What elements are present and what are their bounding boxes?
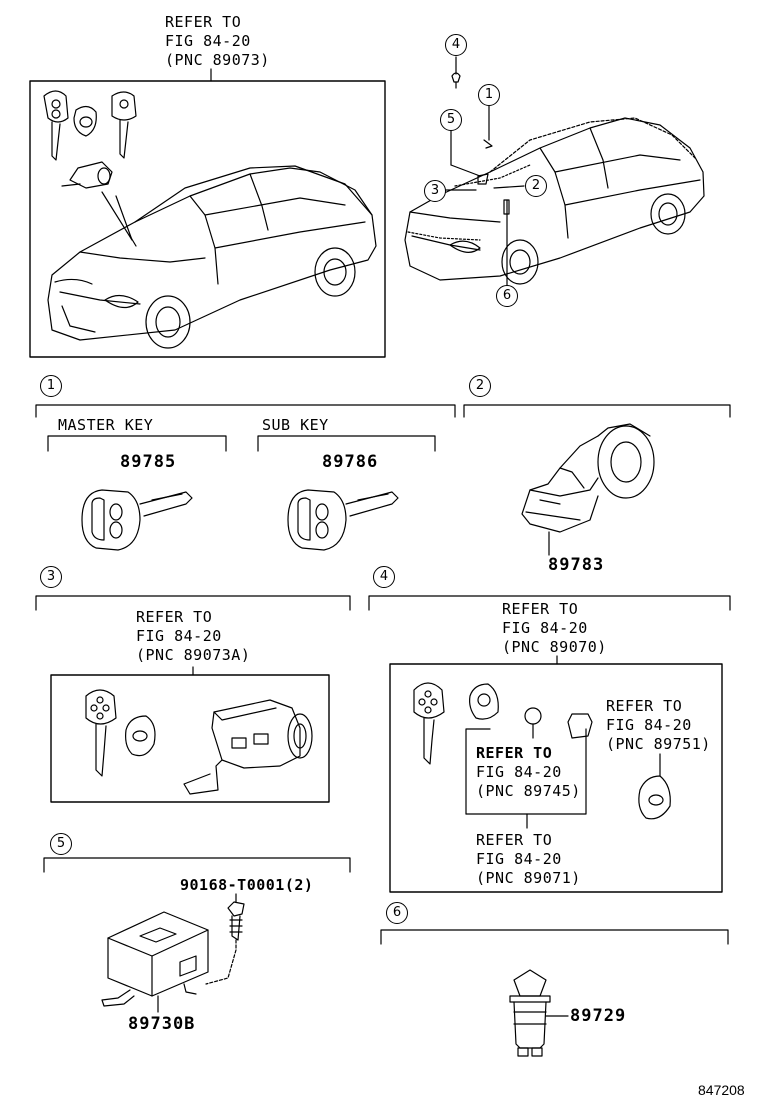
section-6-switch <box>380 929 729 1057</box>
ref-sec3-l2: FIG 84-20 <box>136 627 222 645</box>
callout-4-section: 4 <box>373 566 395 588</box>
ref-sec4-l3: (PNC 89070) <box>502 638 607 656</box>
diagram-code: 847208 <box>698 1082 745 1098</box>
ref-sec4b-l3: (PNC 89745) <box>476 782 581 800</box>
ref-sec3-l3: (PNC 89073A) <box>136 646 251 664</box>
section-5-ecu <box>43 857 351 1013</box>
ref-sec4a-l1: REFER TO <box>606 697 683 715</box>
ref-sec4b-l2: FIG 84-20 <box>476 763 562 781</box>
ref-top-l3: (PNC 89073) <box>165 51 270 69</box>
top-left-car-illustration <box>29 68 386 358</box>
part-number-master-key: 89785 <box>120 452 177 472</box>
section-4-kit <box>368 595 731 893</box>
section-3-kit <box>35 595 351 803</box>
ref-top-l2: FIG 84-20 <box>165 32 251 50</box>
ref-sec4c-l1: REFER TO <box>476 831 553 849</box>
ref-sec4-l1: REFER TO <box>502 600 579 618</box>
callout-1-top: 1 <box>478 84 500 106</box>
ref-sec4a-l3: (PNC 89751) <box>606 735 711 753</box>
callout-5-section: 5 <box>50 833 72 855</box>
callout-6-top: 6 <box>496 285 518 307</box>
ref-sec4-l2: FIG 84-20 <box>502 619 588 637</box>
ref-sec4b-l1: REFER TO <box>476 744 553 762</box>
part-number-coil: 89783 <box>548 555 605 575</box>
callout-6-section: 6 <box>386 902 408 924</box>
callout-2-section: 2 <box>469 375 491 397</box>
section-2-coil <box>463 404 731 556</box>
master-key-label: MASTER KEY <box>58 416 154 434</box>
callout-3-top: 3 <box>424 180 446 202</box>
ref-sec4a-l2: FIG 84-20 <box>606 716 692 734</box>
ref-top-l1: REFER TO <box>165 13 242 31</box>
callout-5-top: 5 <box>440 109 462 131</box>
sub-key-label: SUB KEY <box>262 416 329 434</box>
ref-sec4c-l2: FIG 84-20 <box>476 850 562 868</box>
callout-4-top: 4 <box>445 34 467 56</box>
part-number-switch: 89729 <box>570 1006 627 1026</box>
callout-2-top: 2 <box>525 175 547 197</box>
callout-1-section: 1 <box>40 375 62 397</box>
part-number-sub-key: 89786 <box>322 452 379 472</box>
ref-sec4c-l3: (PNC 89071) <box>476 869 581 887</box>
section-1-keys <box>35 404 456 551</box>
ref-sec3-l1: REFER TO <box>136 608 213 626</box>
top-right-car-illustration <box>404 56 705 286</box>
part-number-bolt: 90168-T0001(2) <box>180 876 314 894</box>
part-number-ecu: 89730B <box>128 1014 196 1034</box>
callout-3-section: 3 <box>40 566 62 588</box>
